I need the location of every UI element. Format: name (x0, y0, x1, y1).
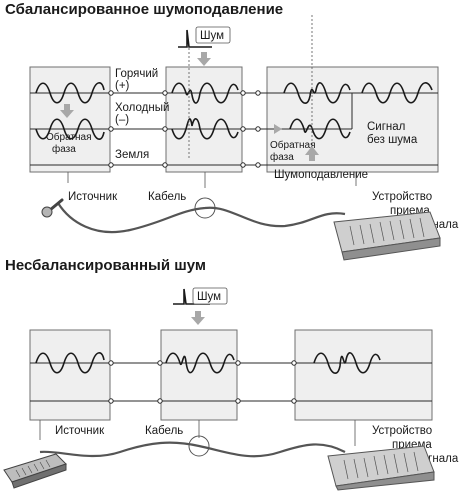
microphone-icon (41, 198, 64, 218)
source-cold-wave (35, 118, 105, 140)
keyboard-icon (3, 453, 67, 489)
node (108, 126, 114, 132)
inverted-phase-line1: Обратная (46, 131, 92, 143)
clean-signal-line1: Сигнал (367, 121, 405, 133)
receiver-hot-wave (283, 82, 351, 104)
arrow-down-icon (60, 104, 74, 118)
arrow-down-icon (191, 311, 205, 325)
cable-box (165, 66, 243, 173)
node (291, 360, 297, 366)
cable-hot-wave (171, 82, 239, 104)
balanced-cable (57, 202, 346, 234)
node (162, 162, 168, 168)
node (108, 90, 114, 96)
inverted-phase-line2: фаза (52, 143, 76, 155)
node (240, 126, 246, 132)
clean-signal-line2: без шума (367, 134, 418, 146)
unbalanced-cable (39, 441, 346, 458)
cold-label: Холодный (115, 102, 169, 114)
balanced-noise-pulse (178, 29, 212, 48)
node (157, 398, 163, 404)
unbalanced-section: Несбалансированный шум Шум (3, 257, 459, 491)
unbalanced-title: Несбалансированный шум (5, 257, 206, 274)
balanced-section: Сбалансированное шумоподавление (5, 1, 459, 261)
receiver-cold-wave (289, 118, 351, 140)
node (255, 90, 261, 96)
balanced-source-label: Источник (68, 191, 118, 203)
node (235, 360, 241, 366)
unbalanced-source-wave (35, 352, 105, 374)
arrow-right-icon (274, 124, 282, 134)
unbalanced-receiver-line1: Устройство (372, 425, 432, 437)
unbalanced-cable-label: Кабель (145, 425, 183, 437)
balanced-noise-label-box (195, 26, 231, 44)
hot-sign: (+) (115, 80, 130, 92)
node (157, 360, 163, 366)
node (162, 90, 168, 96)
node (255, 126, 261, 132)
clean-signal-wave (361, 82, 433, 104)
node (235, 398, 241, 404)
node (240, 90, 246, 96)
balanced-cable-magnifier (194, 197, 216, 219)
mixer-icon (333, 211, 441, 261)
arrow-down-icon (197, 52, 211, 66)
inverted-phase-small-line2: фаза (270, 151, 294, 163)
unbalanced-source-label: Источник (55, 425, 105, 437)
hot-label: Горячий (115, 68, 158, 80)
unbalanced-nodes (108, 360, 297, 404)
unbalanced-noise-label: Шум (197, 291, 221, 303)
source-hot-wave (35, 82, 105, 104)
unbalanced-cable-box (160, 329, 238, 421)
arrow-up-icon (305, 146, 319, 161)
node (255, 162, 261, 168)
inverted-phase-small-line1: Обратная (270, 139, 316, 151)
unbalanced-noise-label-box (192, 287, 228, 305)
node (108, 398, 114, 404)
balanced-receiver-line1: Устройство (372, 191, 432, 203)
node (240, 162, 246, 168)
cold-sign: (–) (115, 114, 129, 126)
node (162, 126, 168, 132)
unbalanced-cable-wave (165, 352, 235, 374)
balanced-title: Сбалансированное шумоподавление (5, 1, 283, 18)
node (108, 360, 114, 366)
cable-cold-wave (171, 118, 239, 140)
balanced-noise-label: Шум (200, 30, 224, 42)
unbalanced-receiver-wave (313, 352, 381, 374)
node (108, 162, 114, 168)
balanced-nodes (108, 90, 261, 168)
unbalanced-source-box (29, 329, 111, 421)
balanced-cable-label: Кабель (148, 191, 186, 203)
node (291, 398, 297, 404)
mixer-icon (327, 445, 435, 491)
ground-label: Земля (115, 149, 149, 161)
noise-cancel-label: Шумоподавление (274, 169, 368, 181)
unbalanced-cable-magnifier (188, 435, 210, 457)
unbalanced-receiver-box (294, 329, 433, 421)
